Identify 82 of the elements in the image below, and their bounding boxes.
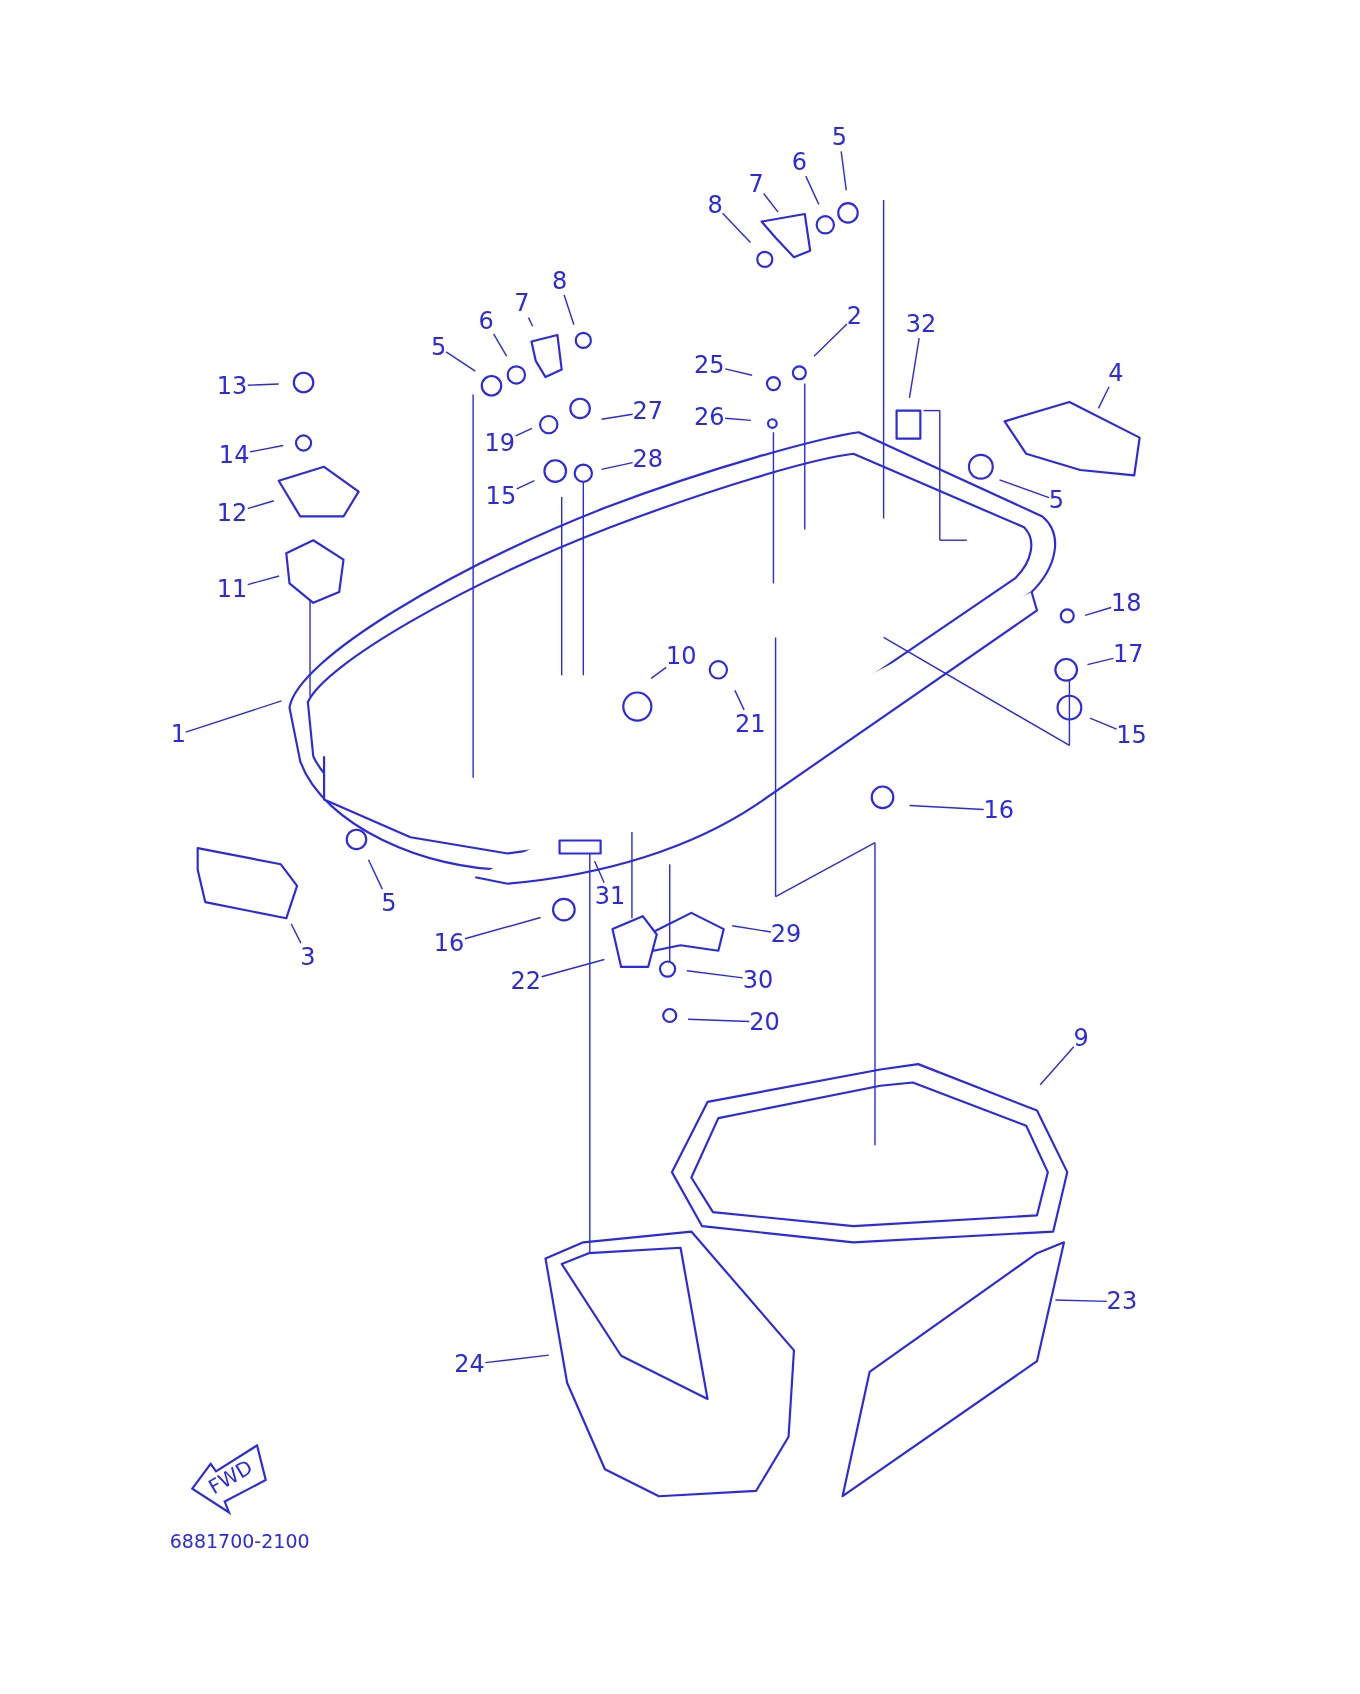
- leader-line: [1097, 386, 1110, 410]
- leader-line: [908, 804, 985, 811]
- leader-line: [1039, 1046, 1075, 1086]
- leader-line: [600, 461, 634, 471]
- callout-number: 11: [216, 574, 248, 603]
- leader-line: [185, 700, 283, 733]
- drawing-number: 6881700-2100: [169, 1530, 310, 1553]
- callout-number: 15: [1116, 721, 1147, 750]
- leader-line: [1086, 657, 1115, 666]
- callout-number: 9: [1073, 1023, 1089, 1052]
- callout-number: 15: [485, 481, 517, 510]
- leader-line: [514, 427, 533, 437]
- callout-number: 27: [632, 397, 664, 426]
- leader-line: [724, 417, 752, 422]
- leader-line: [731, 925, 772, 933]
- leader-line: [908, 337, 920, 399]
- leader-line: [1084, 606, 1112, 617]
- leader-line: [249, 444, 284, 453]
- leader-line: [687, 1018, 750, 1023]
- callout-number: 1: [170, 720, 186, 749]
- callout-number: 16: [983, 796, 1015, 824]
- callout-number: 7: [514, 289, 530, 318]
- leader-line: [492, 333, 508, 357]
- callout-number: 5: [430, 332, 447, 361]
- leader-line: [734, 689, 745, 711]
- callout-number: 18: [1110, 588, 1142, 617]
- callout-number: 5: [381, 888, 397, 917]
- callout-number: 8: [551, 266, 568, 295]
- leader-line: [813, 323, 848, 357]
- callout-number: 28: [632, 445, 664, 473]
- leader-line: [840, 150, 847, 192]
- callout-number: 14: [218, 440, 250, 469]
- callout-number: 20: [749, 1007, 780, 1036]
- leader-line: [464, 916, 542, 940]
- callout-number: 13: [216, 371, 248, 400]
- leader-line: [516, 479, 536, 490]
- direction-label: FWD: [203, 1455, 257, 1500]
- callout-number: 17: [1113, 640, 1144, 669]
- leader-line: [367, 859, 383, 890]
- leader-line: [563, 294, 575, 326]
- leader-line: [998, 479, 1050, 499]
- callout-number: 22: [510, 966, 541, 995]
- leader-line: [600, 413, 634, 420]
- callout-number: 2: [846, 302, 863, 331]
- callout-number: 25: [694, 351, 725, 380]
- callout-number: 26: [694, 402, 725, 431]
- leader-line: [1054, 1299, 1108, 1303]
- callout-number: 3: [300, 942, 316, 971]
- leader-line: [650, 666, 667, 680]
- leader-line: [1089, 717, 1118, 730]
- callout-number: 5: [831, 123, 847, 152]
- leader-line: [724, 368, 753, 376]
- leader-line: [290, 923, 302, 944]
- callout-number: 6: [791, 148, 807, 176]
- leader-line: [686, 970, 744, 979]
- callout-number: 24: [454, 1350, 485, 1379]
- leader-line: [762, 192, 779, 213]
- callout-number: 31: [594, 882, 626, 911]
- callout-number: 7: [748, 169, 764, 198]
- callout-number: 16: [433, 928, 465, 957]
- leader-line: [247, 383, 280, 386]
- leader-line: [721, 212, 752, 244]
- callout-number: 23: [1106, 1287, 1138, 1316]
- callout-number: 19: [484, 428, 516, 457]
- callout-number: 5: [1048, 486, 1064, 515]
- leader-line: [247, 500, 275, 510]
- callout-number: 12: [216, 499, 248, 527]
- callout-number: 8: [707, 191, 723, 220]
- leader-line: [593, 860, 605, 884]
- leader-line: [484, 1354, 550, 1364]
- callout-number: 10: [665, 641, 697, 670]
- leader-line: [247, 575, 280, 586]
- leader-line: [445, 351, 476, 372]
- callout-number: 6: [478, 306, 494, 335]
- callout-number: 30: [742, 965, 774, 994]
- leader-line: [540, 958, 605, 978]
- leader-line: [527, 316, 534, 327]
- leader-line: [805, 175, 820, 206]
- callout-number: 32: [905, 310, 937, 338]
- callout-number: 4: [1108, 358, 1124, 387]
- callout-number: 29: [770, 920, 802, 949]
- callout-number: 21: [735, 709, 766, 738]
